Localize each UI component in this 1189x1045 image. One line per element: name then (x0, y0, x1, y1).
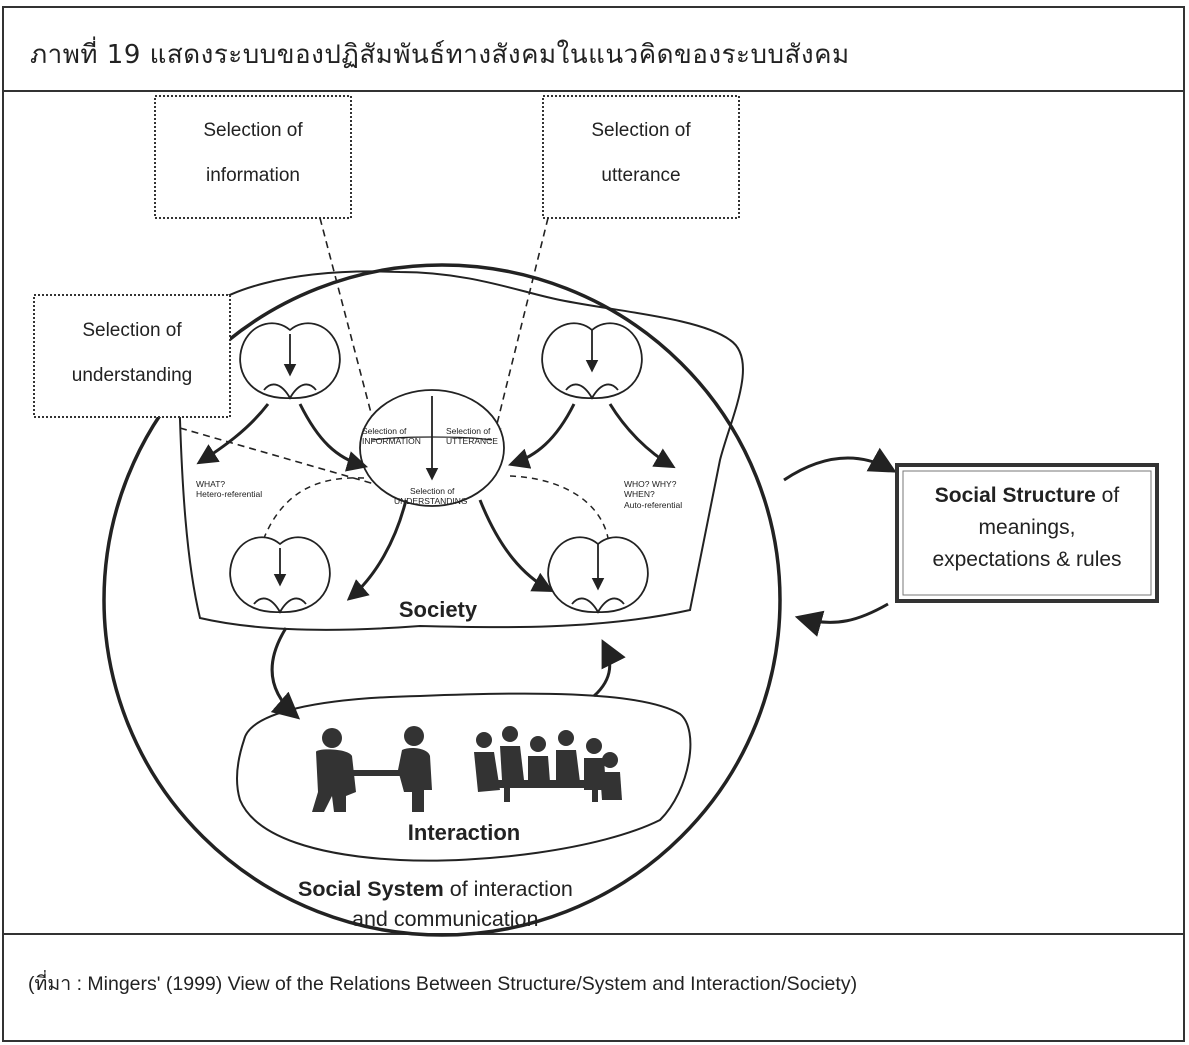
left-note-line1: WHAT? (196, 479, 225, 489)
society-arrows (196, 403, 897, 720)
social-structure-line1: Social Structure of (935, 484, 1120, 507)
center-under-line2: UNDERSTANDING (394, 496, 468, 506)
social-system-rest: of interaction (444, 877, 573, 901)
social-structure-bold: Social Structure (935, 484, 1096, 507)
social-system-bold: Social System (298, 877, 444, 901)
footer-divider (2, 933, 1185, 935)
society-dashed-curves (263, 475, 609, 539)
society-label: Society (399, 597, 478, 622)
right-note-line3: Auto-referential (624, 500, 682, 510)
cell-bottom-right (547, 536, 649, 614)
social-system-line1: Social System of interaction (298, 877, 573, 901)
figure-title: ภาพที่ 19 แสดงระบบของปฏิสัมพันธ์ทางสังคม… (30, 40, 850, 70)
figure-frame (2, 6, 1185, 1042)
selection-information-box (154, 95, 352, 219)
social-structure-inner-border (902, 470, 1152, 596)
source-caption: (ที่มา : Mingers' (1999) View of the Rel… (28, 973, 858, 995)
social-system-line2: and communication (352, 907, 538, 931)
selection-utterance-box (542, 95, 740, 219)
selection-understanding-box (33, 294, 231, 418)
utter-box-line2: utterance (601, 165, 680, 186)
info-box-line1: Selection of (203, 120, 303, 141)
right-note-line1: WHO? WHY? (624, 479, 677, 489)
center-under-line1: Selection of (410, 486, 455, 496)
cell-top-right (541, 322, 643, 400)
social-structure-rest: of (1096, 484, 1120, 507)
info-box-line2: information (206, 165, 300, 186)
social-system-circle (102, 263, 782, 937)
center-utter-line1: Selection of (446, 426, 491, 436)
left-note-line2: Hetero-referential (196, 489, 262, 499)
people-handshake-image (312, 726, 432, 812)
utter-dashed-line (490, 217, 549, 439)
title-row: ภาพที่ 19 แสดงระบบของปฏิสัมพันธ์ทางสังคม… (2, 6, 1185, 92)
center-utter-line2: UTTERANCE (446, 436, 498, 446)
cell-bottom-left (229, 536, 331, 614)
center-info-line2: INFORMATION (362, 436, 421, 446)
social-structure-box (895, 463, 1159, 603)
people-meeting-image (474, 726, 622, 802)
under-box-line1: Selection of (82, 320, 182, 341)
center-info-line1: Selection of (362, 426, 407, 436)
interaction-region (236, 692, 692, 862)
right-note-line2: WHEN? (624, 489, 655, 499)
social-structure-line3: expectations & rules (932, 548, 1121, 571)
under-box-line2: understanding (72, 365, 192, 386)
interaction-label: Interaction (408, 820, 520, 845)
info-dashed-line (319, 217, 380, 435)
society-region (177, 270, 744, 631)
cell-top-left (239, 322, 341, 400)
utter-box-line1: Selection of (591, 120, 691, 141)
social-structure-line2: meanings, (979, 516, 1076, 539)
